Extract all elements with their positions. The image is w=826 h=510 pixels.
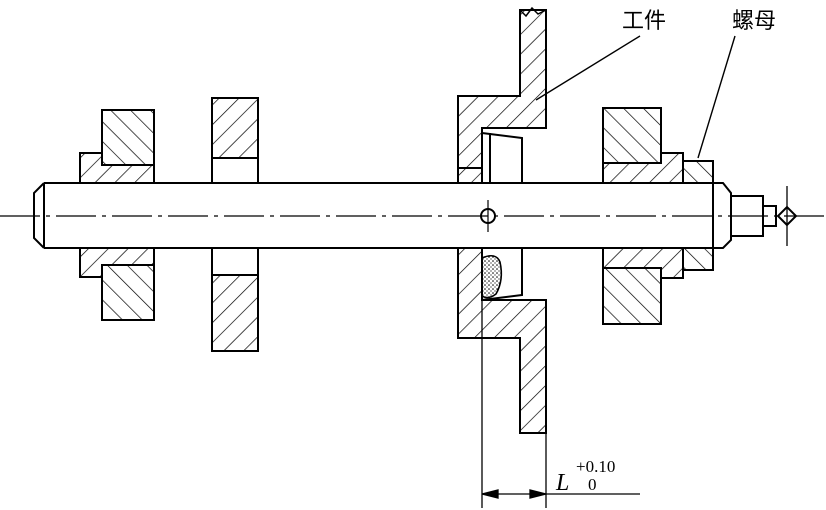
- right-bushing-lower: [602, 247, 684, 325]
- label-workpiece: 工件: [622, 9, 666, 34]
- left-bushing-upper: [79, 109, 155, 184]
- workpiece-upper: [457, 6, 547, 184]
- dimension-L: [481, 300, 640, 508]
- label-nut: 螺母: [732, 9, 776, 34]
- centerline: [0, 200, 826, 232]
- leader-workpiece: [535, 35, 641, 101]
- left-bushing-lower: [79, 247, 155, 321]
- leader-nut: [697, 35, 736, 159]
- spacer-ring-lower: [211, 247, 259, 352]
- right-bushing-upper: [602, 107, 684, 184]
- dimension-lower-tolerance: 0: [588, 475, 597, 494]
- dimension-upper-tolerance: +0.10: [576, 457, 615, 476]
- workpiece-bore: [457, 132, 523, 301]
- spacer-ring-upper: [211, 97, 259, 184]
- filler-material: [481, 254, 503, 299]
- dimension-symbol: L: [555, 470, 569, 496]
